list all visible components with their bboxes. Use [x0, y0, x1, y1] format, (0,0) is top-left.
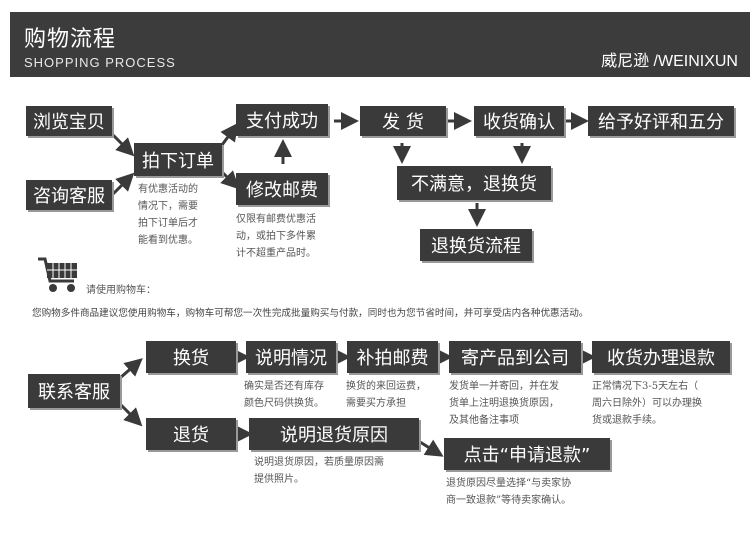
- brand-label: 威尼逊 /WEINIXUN: [601, 53, 738, 70]
- cart-title: 请使用购物车：: [86, 285, 156, 296]
- page-title: 购物流程: [24, 27, 117, 52]
- reason-note: 说明退货原因，若质量原因需提供照片。: [254, 457, 384, 485]
- step-explain: 说明情况: [246, 341, 336, 373]
- postage-note: 换货的来回运费，需要买方承担: [346, 381, 426, 409]
- cart-icon: [36, 255, 82, 299]
- refund-process-note: 正常情况下3-5天左右（周六日除外）可以办理换 货或退款手续。: [592, 381, 702, 426]
- arrow-contact-exchange: [119, 358, 143, 380]
- step-unsatisfied: 不满意，退换货: [397, 166, 551, 200]
- step-reason: 说明退货原因: [249, 418, 419, 450]
- step-review: 给予好评和五分: [588, 106, 734, 136]
- modify-note: 仅限有邮费优惠活动，或拍下多件累 计不超重产品时。: [236, 214, 316, 259]
- arrow-reason-apply: [419, 439, 444, 457]
- arrow-contact-return: [118, 402, 143, 427]
- step-return-flow: 退换货流程: [420, 229, 532, 261]
- arrow-order-pay: [220, 122, 239, 146]
- page-subtitle: SHOPPING PROCESS: [24, 55, 176, 70]
- page-header: 购物流程 SHOPPING PROCESS 威尼逊 /WEINIXUN: [10, 12, 750, 77]
- explain-note: 确实是否还有库存颜色尺码供换货。: [244, 381, 324, 409]
- cart-note: 您购物多件商品建议您使用购物车，购物车可帮您一次性完成批量购买与付款，同时也为您…: [32, 308, 589, 319]
- step-exchange: 换货: [146, 341, 236, 373]
- step-postage: 补拍邮费: [347, 341, 438, 373]
- step-order: 拍下订单: [134, 143, 222, 176]
- arrow-order-modify: [220, 170, 240, 190]
- step-apply-refund: 点击“申请退款”: [444, 438, 610, 470]
- arrow-browse-order: [110, 132, 135, 157]
- step-pay: 支付成功: [236, 104, 328, 136]
- step-contact: 联系客服: [28, 374, 120, 408]
- step-send-back: 寄产品到公司: [449, 341, 581, 373]
- send-back-note: 发货单一并寄回，并在发货单上注明退换货原因， 及其他备注事项: [449, 381, 559, 426]
- apply-note: 退货原因尽量选择“与卖家协商一致退款”等待卖家确认。: [446, 478, 572, 506]
- step-browse: 浏览宝贝: [26, 106, 112, 136]
- step-confirm: 收货确认: [474, 106, 564, 136]
- step-ship: 发 货: [360, 106, 446, 136]
- step-consult: 咨询客服: [26, 180, 112, 210]
- step-refund-process: 收货办理退款: [592, 341, 730, 373]
- step-return: 退货: [146, 418, 236, 450]
- order-note: 有优惠活动的情况下，需要 拍下订单后才能看到优惠。: [138, 184, 198, 246]
- arrow-consult-order: [110, 172, 135, 197]
- step-modify: 修改邮费: [236, 173, 328, 205]
